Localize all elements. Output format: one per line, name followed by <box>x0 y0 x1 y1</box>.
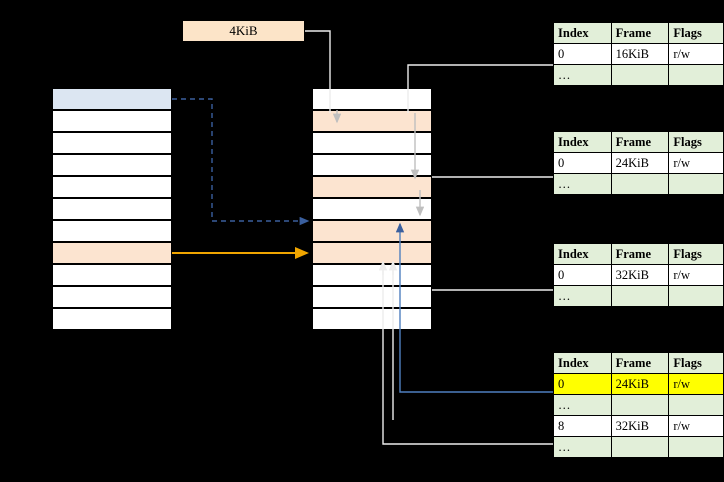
cell-index: 8 <box>553 415 612 437</box>
column-header-index: Index <box>553 131 612 153</box>
cell-flags <box>668 173 724 195</box>
table-row: 0 16KiB r/w <box>553 43 724 65</box>
arrow-blue-dashed <box>172 98 310 226</box>
middle-table-row <box>312 242 432 264</box>
cell-index: … <box>553 394 612 416</box>
page-size-label: 4KiB <box>182 20 305 42</box>
cell-flags <box>668 394 724 416</box>
cell-flags <box>668 436 724 458</box>
middle-table-row <box>312 88 432 110</box>
page-table-1: Index Frame Flags 0 16KiB r/w … <box>553 22 724 86</box>
middle-table-row <box>312 286 432 308</box>
left-table-row <box>52 286 172 308</box>
table-row: 0 32KiB r/w <box>553 264 724 286</box>
cell-flags: r/w <box>668 264 724 286</box>
cell-flags: r/w <box>668 373 724 395</box>
cell-flags <box>668 285 724 307</box>
table-row-ellipsis: … <box>553 394 724 416</box>
cell-frame: 16KiB <box>610 43 670 65</box>
cell-frame: 32KiB <box>610 415 670 437</box>
cell-frame: 24KiB <box>610 152 670 174</box>
cell-frame <box>610 394 670 416</box>
column-header-index: Index <box>553 352 612 374</box>
cell-flags: r/w <box>668 152 724 174</box>
cell-flags: r/w <box>668 415 724 437</box>
left-table-row <box>52 88 172 110</box>
middle-table-row <box>312 220 432 242</box>
cell-flags: r/w <box>668 43 724 65</box>
cell-frame <box>610 285 670 307</box>
column-header-index: Index <box>553 243 612 265</box>
cell-frame: 32KiB <box>610 264 670 286</box>
column-header-index: Index <box>553 22 612 44</box>
middle-table-row <box>312 110 432 132</box>
cell-index: 0 <box>553 373 612 395</box>
table-header-row: Index Frame Flags <box>553 243 724 265</box>
column-header-frame: Frame <box>610 352 670 374</box>
table-row: 0 24KiB r/w <box>553 373 724 395</box>
cell-frame <box>610 64 670 86</box>
cell-frame <box>610 436 670 458</box>
column-header-flags: Flags <box>668 22 724 44</box>
column-header-frame: Frame <box>610 22 670 44</box>
left-table-row <box>52 242 172 264</box>
left-table-row <box>52 176 172 198</box>
table-row-ellipsis: … <box>553 285 724 307</box>
middle-table-row <box>312 132 432 154</box>
cell-flags <box>668 64 724 86</box>
table-row-ellipsis: … <box>553 64 724 86</box>
left-table-row <box>52 154 172 176</box>
middle-table-row <box>312 308 432 330</box>
cell-index: … <box>553 436 612 458</box>
table-header-row: Index Frame Flags <box>553 22 724 44</box>
page-table-3: Index Frame Flags 0 32KiB r/w … <box>553 243 724 307</box>
middle-table-row <box>312 176 432 198</box>
left-table-row <box>52 198 172 220</box>
middle-table-row <box>312 264 432 286</box>
cell-index: … <box>553 285 612 307</box>
cell-frame: 24KiB <box>610 373 670 395</box>
column-header-frame: Frame <box>610 131 670 153</box>
cell-frame <box>610 173 670 195</box>
page-table-2: Index Frame Flags 0 24KiB r/w … <box>553 131 724 195</box>
middle-table-row <box>312 198 432 220</box>
middle-table-row <box>312 154 432 176</box>
cell-index: 0 <box>553 43 612 65</box>
table-row: 0 24KiB r/w <box>553 152 724 174</box>
cell-index: 0 <box>553 152 612 174</box>
table-row-ellipsis: … <box>553 173 724 195</box>
table-row-ellipsis: … <box>553 436 724 458</box>
page-table-4: Index Frame Flags 0 24KiB r/w … 8 32KiB … <box>553 352 724 458</box>
left-table-row <box>52 308 172 330</box>
table-row: 8 32KiB r/w <box>553 415 724 437</box>
left-table-row <box>52 132 172 154</box>
left-table-row <box>52 220 172 242</box>
table-header-row: Index Frame Flags <box>553 131 724 153</box>
cell-index: … <box>553 173 612 195</box>
table-header-row: Index Frame Flags <box>553 352 724 374</box>
column-header-frame: Frame <box>610 243 670 265</box>
column-header-flags: Flags <box>668 243 724 265</box>
left-table-row <box>52 110 172 132</box>
left-table-row <box>52 264 172 286</box>
cell-index: 0 <box>553 264 612 286</box>
cell-index: … <box>553 64 612 86</box>
column-header-flags: Flags <box>668 131 724 153</box>
column-header-flags: Flags <box>668 352 724 374</box>
